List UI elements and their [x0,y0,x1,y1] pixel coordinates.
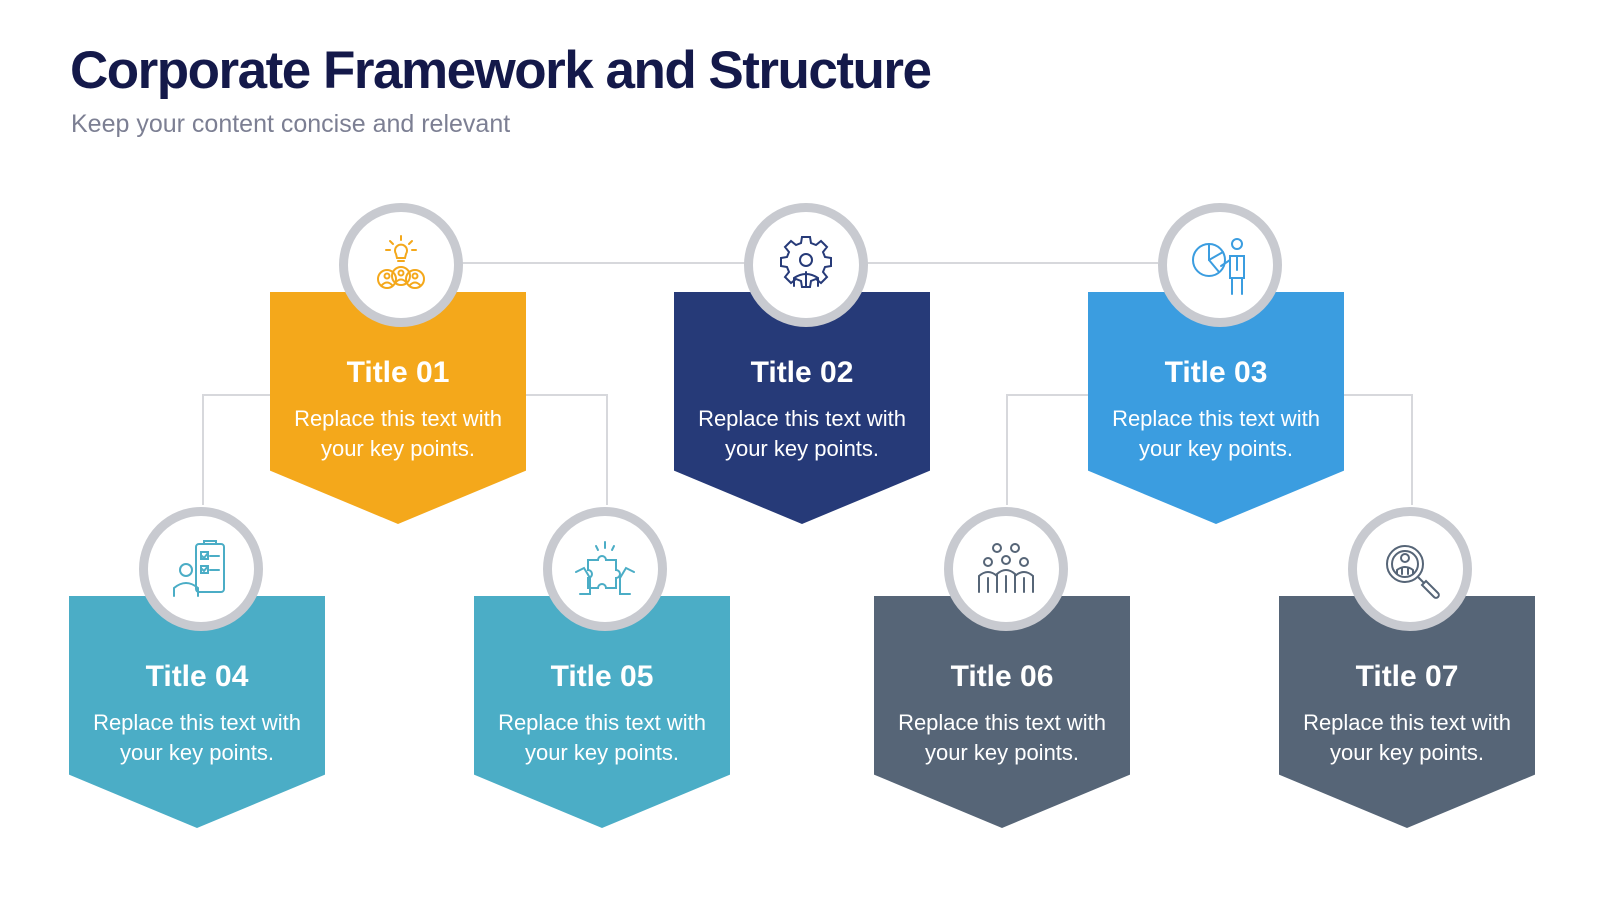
card-title: Title 02 [750,356,854,389]
card-title: Title 05 [550,660,654,693]
page-title: Corporate Framework and Structure [70,41,932,100]
magnify-analytics-icon [1386,545,1440,599]
connector-01-05 [526,394,608,505]
connector-01-04 [202,394,270,505]
card-02: Title 02 Replace this text with your key… [674,292,930,524]
card-01-badge [339,203,463,327]
card-04: Title 04 Replace this text with your key… [69,596,325,828]
card-text: Replace this text with your key points. [1112,406,1320,461]
card-text: Replace this text with your key points. [1303,710,1511,765]
card-05-badge [543,507,667,631]
card-text: Replace this text with your key points. [898,710,1106,765]
card-06-badge [944,507,1068,631]
team-group-icon [978,543,1034,593]
card-04-badge [139,507,263,631]
card-06: Title 06 Replace this text with your key… [874,596,1130,828]
card-07-badge [1348,507,1472,631]
connector-03-06 [1006,394,1088,505]
card-02-badge [744,203,868,327]
presentation-chart-icon [1192,238,1245,295]
card-03: Title 03 Replace this text with your key… [1088,292,1344,524]
page-subtitle: Keep your content concise and relevant [71,110,511,138]
card-title: Title 07 [1355,660,1459,693]
card-text: Replace this text with your key points. [93,710,301,765]
gear-person-icon [780,236,832,288]
card-title: Title 03 [1164,356,1268,389]
card-title: Title 04 [145,660,249,693]
card-title: Title 06 [950,660,1054,693]
connector-03-07 [1344,394,1413,505]
team-idea-icon [377,235,425,289]
card-07: Title 07 Replace this text with your key… [1279,596,1535,828]
card-05: Title 05 Replace this text with your key… [474,596,730,828]
card-03-badge [1158,203,1282,327]
card-01: Title 01 Replace this text with your key… [270,292,526,524]
card-text: Replace this text with your key points. [498,710,706,765]
card-text: Replace this text with your key points. [294,406,502,461]
card-text: Replace this text with your key points. [698,406,906,461]
card-title: Title 01 [346,356,450,389]
puzzle-hands-icon [575,541,635,595]
checklist-person-icon [173,540,225,597]
